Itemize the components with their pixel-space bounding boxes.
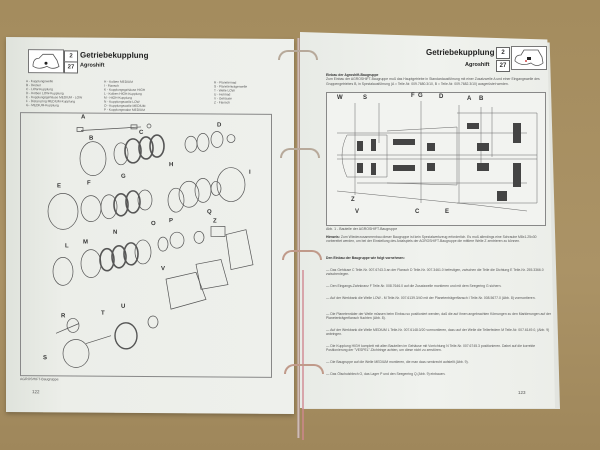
left-page: 2 27 Getriebekupplung Agroshift A - Kupp… bbox=[6, 36, 294, 415]
part-label-a: A bbox=[467, 96, 472, 102]
part-label-q: Q bbox=[207, 209, 212, 216]
step-item: — Das Ölschutzblech O, das Lager P und d… bbox=[326, 372, 446, 376]
section-number: 27 bbox=[64, 61, 78, 74]
intro-section: Einbau der Agroshift-Baugruppe Zum Einba… bbox=[326, 73, 546, 86]
figure-caption: AGROSHIFT-Baugruppe bbox=[20, 377, 59, 382]
right-page: Getriebekupplung Agroshift 2 27 Einbau d… bbox=[300, 32, 555, 408]
sectional-drawing bbox=[336, 101, 538, 212]
chapter-number: 2 bbox=[496, 47, 510, 59]
sectional-drawing-figure: W S F G D A B Z V C E bbox=[326, 92, 546, 226]
binder-spine-accent bbox=[302, 270, 304, 440]
part-label-i: I bbox=[249, 169, 251, 176]
part-label-a: A bbox=[81, 114, 86, 121]
part-label-c: C bbox=[139, 129, 144, 136]
part-label-v: V bbox=[161, 266, 166, 273]
step-item: — Die Planetenräder der Welle müssen bei… bbox=[326, 312, 551, 321]
part-label-e: E bbox=[57, 183, 62, 190]
intro-heading: Einbau der Agroshift-Baugruppe bbox=[326, 73, 379, 77]
binder-ring-middle[interactable] bbox=[282, 250, 322, 260]
part-label-h: H bbox=[169, 162, 174, 169]
part-label-e: E bbox=[445, 209, 450, 215]
binder-spine-rod bbox=[297, 38, 300, 438]
page-subtitle: Agroshift bbox=[465, 62, 490, 68]
step-item: — Die Baugruppe auf die Welle MEDIUM mon… bbox=[326, 360, 469, 364]
part-label-g: G bbox=[121, 173, 126, 180]
steps-heading: Den Einbau der Baugruppe wie folgt vorne… bbox=[326, 256, 405, 260]
step-item: — Das Gehäuse C Teile-Nr. 007.6743.3 an … bbox=[326, 268, 544, 277]
part-label-d: D bbox=[217, 122, 222, 129]
part-label-z: Z bbox=[351, 197, 355, 203]
note-label: Hinweis: bbox=[326, 235, 340, 239]
binder-ring-upper[interactable] bbox=[280, 148, 320, 158]
step-item: — Den Eingangs-Zahnkranz F Teile-Nr. 008… bbox=[326, 284, 502, 288]
part-label-g: G bbox=[418, 93, 423, 99]
part-label-d: D bbox=[439, 94, 444, 100]
page-number: 123 bbox=[518, 390, 526, 395]
tractor-thumbnail-icon bbox=[511, 46, 547, 70]
figure-caption: Abb. 1 - Bauteile der AGROSHIFT-Baugrupp… bbox=[326, 227, 398, 231]
part-label-w: W bbox=[337, 95, 343, 101]
page-number: 122 bbox=[32, 389, 40, 395]
step-item: — Die Kupplung HIGH komplett mit allen B… bbox=[326, 344, 536, 353]
part-label-b: B bbox=[89, 135, 94, 142]
exploded-view-figure: A B C D E F G H I L M N O P Q R S T U V … bbox=[20, 112, 272, 378]
part-label-u: U bbox=[121, 303, 126, 310]
part-label-b: B bbox=[479, 96, 484, 102]
part-label-r: R bbox=[61, 313, 66, 320]
exploded-view-drawing bbox=[47, 123, 254, 368]
part-label-m: M bbox=[83, 239, 88, 246]
intro-text: Zum Einbau der AGROSHIFT-Baugruppe muß d… bbox=[326, 77, 540, 86]
part-label-p: P bbox=[169, 218, 174, 225]
page-title: Getriebekupplung bbox=[426, 48, 495, 57]
page-subtitle: Agroshift bbox=[80, 62, 105, 69]
binder-ring-bottom[interactable] bbox=[284, 364, 324, 374]
part-label-f: F bbox=[87, 180, 91, 187]
section-number: 27 bbox=[496, 60, 510, 72]
binder-ring-top[interactable] bbox=[278, 50, 318, 60]
note-section: Hinweis: Zum Wiederzusammenbau dieser Ba… bbox=[326, 235, 550, 244]
page-title: Getriebekupplung bbox=[80, 50, 149, 60]
part-label-f: F bbox=[411, 93, 415, 99]
part-label-v: V bbox=[355, 209, 360, 215]
part-label-s: S bbox=[363, 95, 368, 101]
part-label-o: O bbox=[151, 221, 156, 228]
part-label-z: Z bbox=[213, 218, 217, 225]
part-label-l: L bbox=[65, 243, 69, 250]
part-label-t: T bbox=[101, 310, 105, 317]
tractor-thumbnail-icon bbox=[28, 49, 64, 74]
step-item: — Auf der Werkbank die Welle LOW - M Tei… bbox=[326, 296, 536, 300]
part-label-n: N bbox=[113, 229, 118, 236]
part-label-s: S bbox=[43, 355, 48, 362]
part-label-c: C bbox=[415, 209, 420, 215]
step-item: — Auf der Werkbank die Welle MEDIUM L Te… bbox=[326, 328, 550, 337]
note-text: Zum Wiederzusammenbau dieser Baugruppe i… bbox=[326, 235, 537, 244]
